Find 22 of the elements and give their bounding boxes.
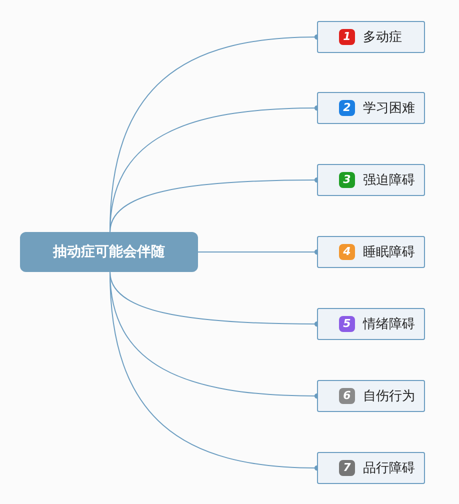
topic-box [317,452,425,484]
topic-label: 睡眠障碍 [363,244,415,261]
number-badge: 3 [339,172,355,188]
topic-label: 情绪障碍 [363,316,415,333]
topic-box [317,164,425,196]
number-badge: 2 [339,100,355,116]
central-topic-box: 抽动症可能会伴随 [20,232,198,272]
topic-box [317,308,425,340]
number-badge: 6 [339,388,355,404]
number-badge: 7 [339,460,355,476]
topic-box [317,380,425,412]
topic-label: 多动症 [363,29,402,46]
number-badge: 5 [339,316,355,332]
topic-label: 品行障碍 [363,460,415,477]
number-badge: 4 [339,244,355,260]
topic-box [317,236,425,268]
topic-box [317,92,425,124]
topic-box [317,21,425,53]
topic-label: 自伤行为 [363,388,415,405]
number-badge: 1 [339,29,355,45]
topic-label: 强迫障碍 [363,172,415,189]
topic-label: 学习困难 [363,100,415,117]
